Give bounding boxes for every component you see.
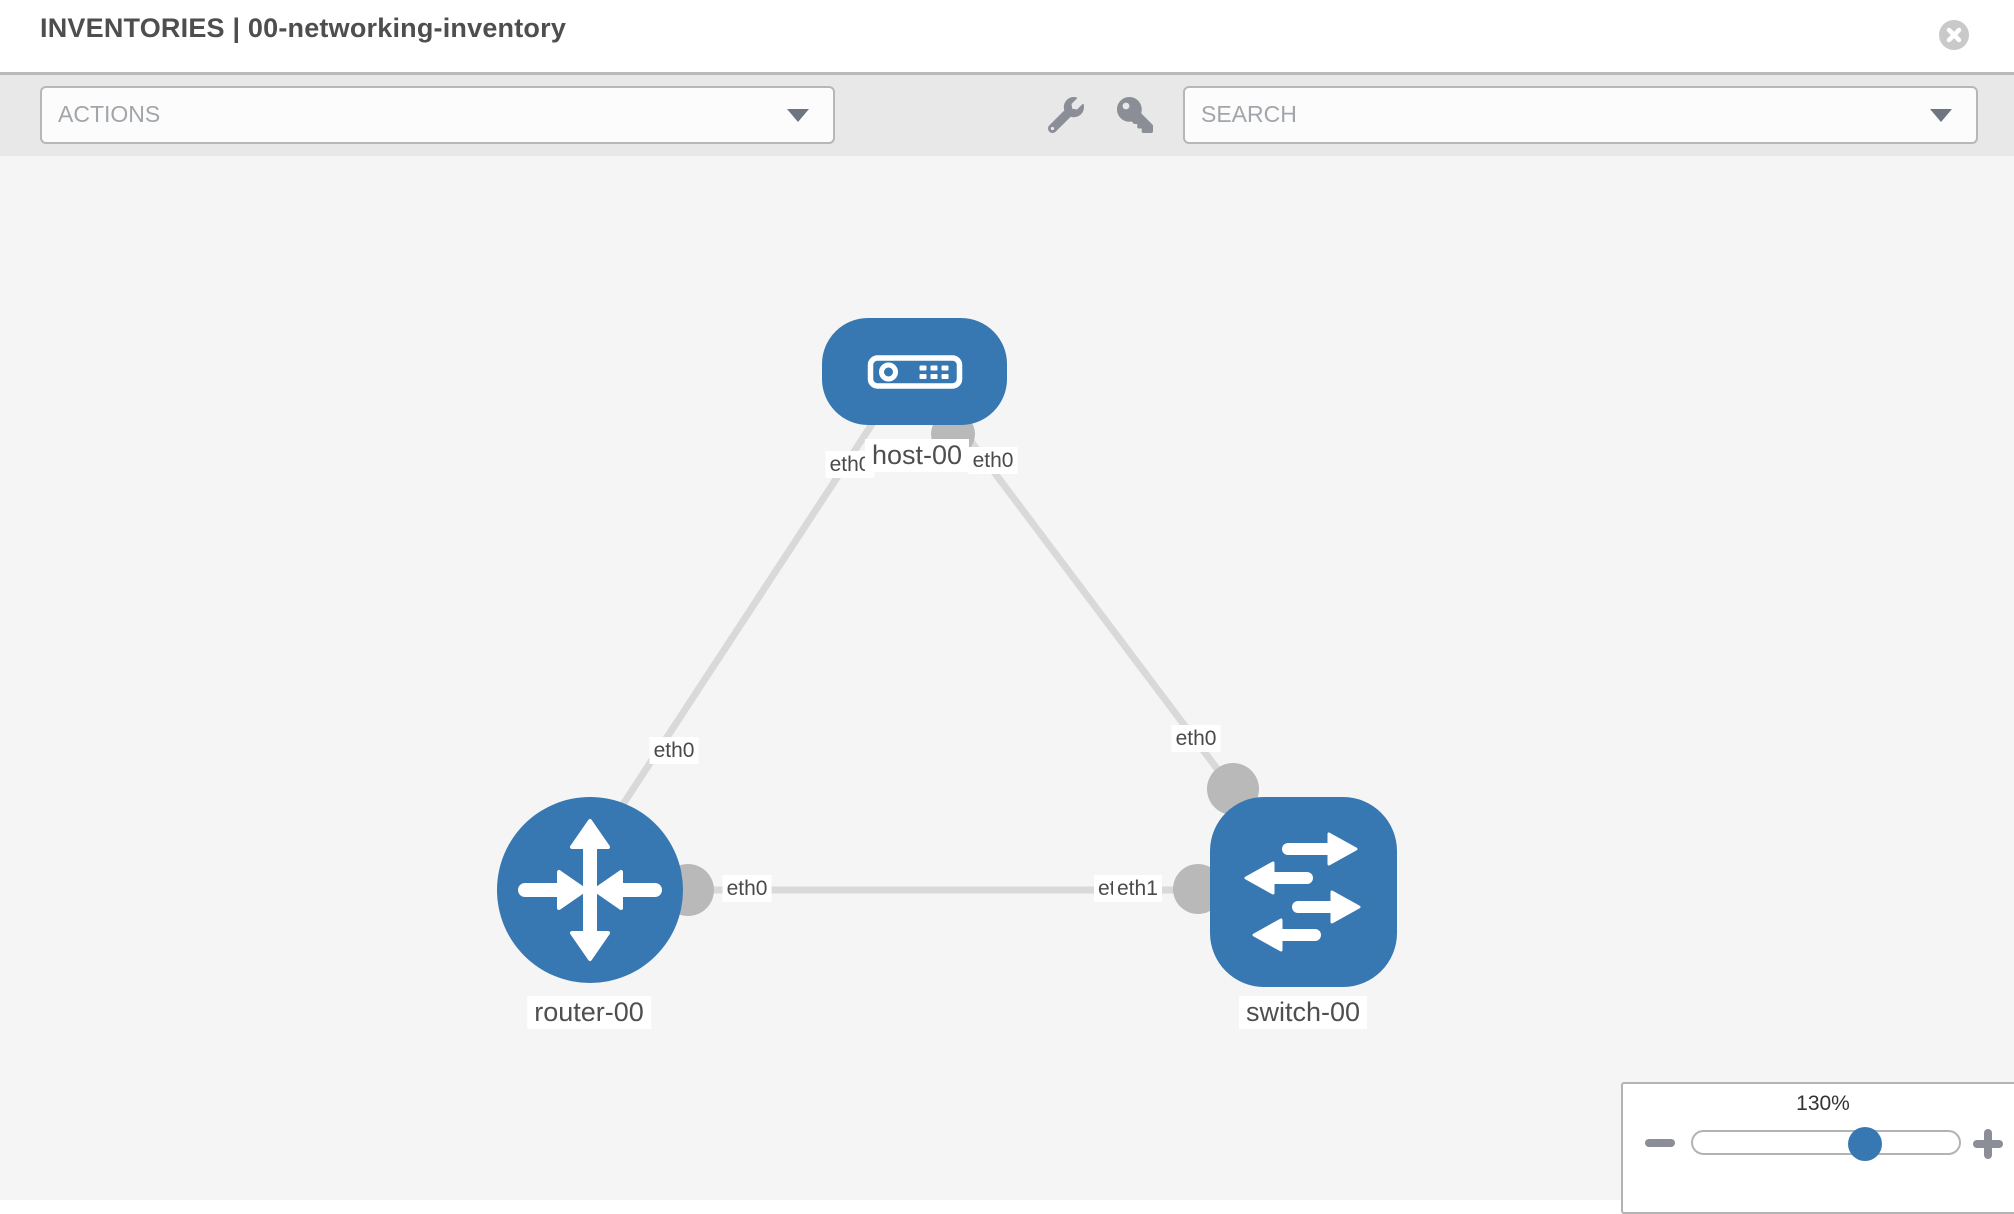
node-host-00[interactable]	[822, 318, 1007, 425]
zoom-level: 130%	[1796, 1092, 1850, 1115]
chevron-down-icon	[1930, 109, 1952, 122]
router-icon	[518, 819, 662, 961]
search-dropdown[interactable]: SEARCH	[1183, 86, 1978, 144]
node-label-host: host-00	[864, 439, 970, 473]
node-switch-00[interactable]	[1210, 797, 1397, 987]
toolbar: ACTIONS SEARCH	[0, 72, 2014, 156]
configure-button[interactable]	[1048, 97, 1084, 133]
iface-label-host-eth0-right: eth0	[968, 447, 1018, 475]
node-label-router: router-00	[527, 996, 651, 1030]
iface-label-router-eth0: eth0	[722, 875, 772, 903]
node-label-switch: switch-00	[1238, 996, 1368, 1030]
iface-label-switch-eth1: eth1	[1113, 875, 1162, 903]
wrench-icon	[1048, 97, 1084, 133]
page-title: INVENTORIES | 00-networking-inventory	[40, 13, 567, 43]
node-router-00[interactable]	[497, 797, 683, 983]
topology-links-layer	[614, 411, 1259, 916]
actions-dropdown[interactable]: ACTIONS	[40, 86, 835, 144]
host-icon	[867, 355, 963, 389]
chevron-down-icon	[787, 109, 809, 122]
zoom-panel: 130%	[1621, 1082, 2014, 1214]
close-icon	[1939, 20, 1969, 50]
actions-dropdown-label: ACTIONS	[58, 101, 161, 127]
zoom-out-icon[interactable]	[1645, 1139, 1675, 1147]
iface-label-router-link-eth0: eth0	[649, 737, 699, 765]
zoom-slider-thumb[interactable]	[1848, 1127, 1882, 1161]
switch-icon	[1244, 832, 1361, 952]
close-button[interactable]	[1939, 20, 1969, 50]
search-dropdown-label: SEARCH	[1201, 101, 1297, 127]
key-icon	[1117, 97, 1153, 133]
header: INVENTORIES | 00-networking-inventory	[0, 0, 2014, 72]
iface-label-switch-top-eth0: eth0	[1171, 725, 1221, 753]
zoom-in-icon[interactable]	[1973, 1129, 2003, 1159]
zoom-slider-track[interactable]	[1691, 1127, 1961, 1161]
credentials-button[interactable]	[1117, 97, 1153, 133]
topology-canvas[interactable]: host-00 router-00 switch-00 eth0 eth0 et…	[0, 156, 2014, 1200]
